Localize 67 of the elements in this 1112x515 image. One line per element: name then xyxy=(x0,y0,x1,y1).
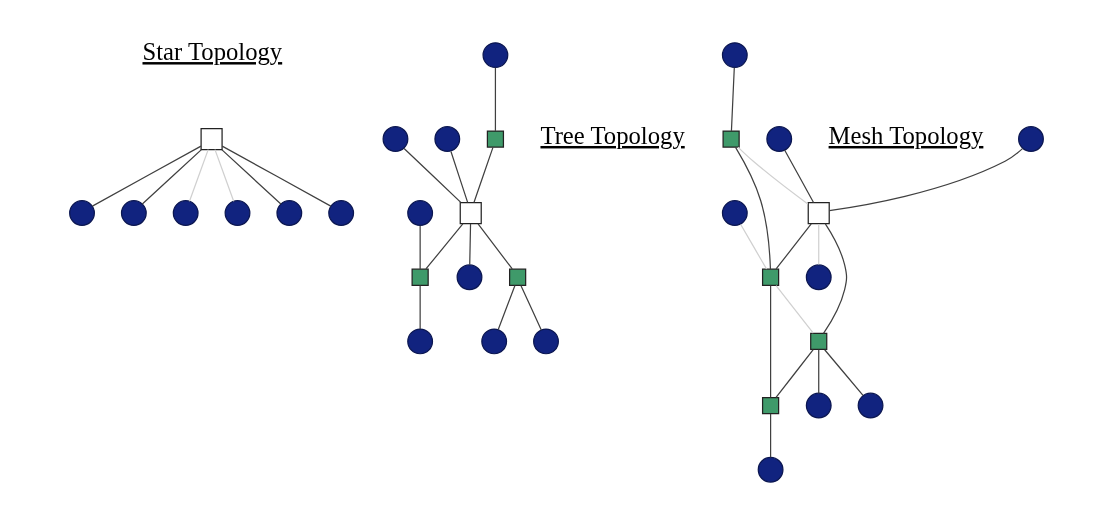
node-circle xyxy=(1017,126,1044,152)
connector xyxy=(494,67,496,132)
connector xyxy=(734,146,771,270)
node-circle xyxy=(327,200,354,227)
label: Tree Topology xyxy=(539,121,685,149)
node-circle xyxy=(120,200,147,227)
node-circle xyxy=(805,264,832,291)
connector xyxy=(769,413,771,458)
node-circle xyxy=(480,328,507,355)
node-circle xyxy=(433,126,460,152)
connector xyxy=(783,149,814,204)
connector xyxy=(497,284,516,331)
node-circle xyxy=(532,328,559,355)
node-circle xyxy=(765,126,792,152)
connector xyxy=(403,147,461,203)
connector xyxy=(828,148,1023,212)
node-box xyxy=(807,201,830,225)
connector xyxy=(822,223,847,334)
node-box xyxy=(411,268,429,286)
node-box xyxy=(508,268,526,286)
connector xyxy=(730,67,735,132)
connector xyxy=(220,149,281,205)
node-box xyxy=(486,130,504,148)
node-circle xyxy=(382,126,408,152)
node-box xyxy=(721,130,740,148)
connector xyxy=(188,149,209,202)
connector xyxy=(221,145,331,207)
node-circle xyxy=(721,42,748,69)
node-circle xyxy=(68,200,95,227)
connector xyxy=(424,223,463,270)
connector xyxy=(472,146,494,204)
node-box xyxy=(809,332,827,351)
node-circle xyxy=(172,200,199,227)
connector xyxy=(468,223,471,266)
label: Star Topology xyxy=(141,38,282,66)
node-circle xyxy=(224,200,250,227)
connector xyxy=(419,284,421,330)
connector xyxy=(476,223,513,270)
node-circle xyxy=(857,392,883,419)
node-circle xyxy=(406,328,433,355)
node-box xyxy=(459,201,482,225)
node-circle xyxy=(481,42,508,69)
node-circle xyxy=(406,200,433,227)
connector xyxy=(774,349,814,398)
connector xyxy=(449,150,468,203)
label: Mesh Topology xyxy=(828,121,983,149)
connector xyxy=(823,349,864,396)
node-circle xyxy=(456,264,482,291)
connector xyxy=(419,225,421,270)
connector xyxy=(769,285,771,398)
connector xyxy=(739,223,767,270)
connector xyxy=(817,223,819,266)
connector xyxy=(91,145,202,207)
connector xyxy=(817,349,819,394)
node-box xyxy=(761,396,779,415)
node-circle xyxy=(721,200,748,227)
node-circle xyxy=(275,200,302,227)
node-circle xyxy=(757,456,784,483)
connector xyxy=(213,149,234,202)
connector xyxy=(775,223,812,270)
node-box xyxy=(761,268,779,286)
connector xyxy=(775,284,814,334)
connector xyxy=(736,146,808,205)
node-circle xyxy=(805,392,832,419)
connector xyxy=(141,149,202,205)
connector xyxy=(519,284,542,331)
node-box xyxy=(200,127,223,151)
